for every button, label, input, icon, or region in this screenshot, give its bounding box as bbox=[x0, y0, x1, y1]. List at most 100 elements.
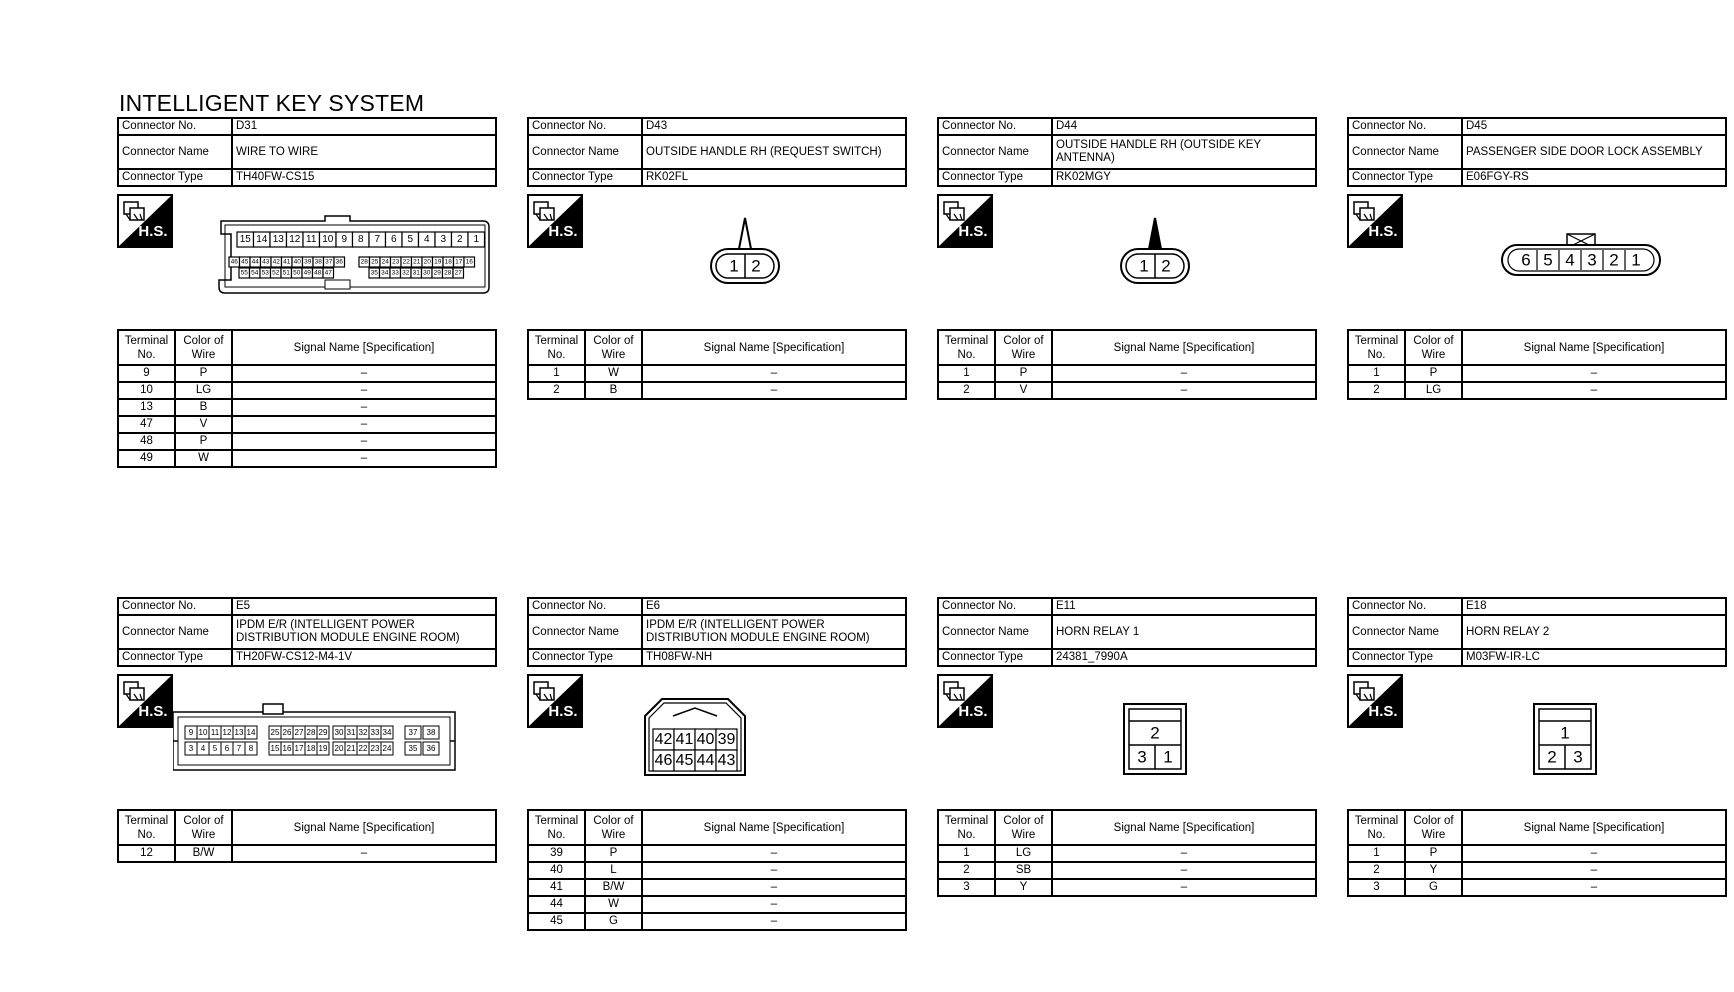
connector-type-value: TH40FW-CS15 bbox=[231, 168, 497, 187]
col-color-header: Color of Wire bbox=[1404, 329, 1463, 366]
color-cell: Y bbox=[994, 878, 1053, 897]
signal-cell: – bbox=[641, 912, 907, 931]
pin-label: 26 bbox=[283, 728, 292, 737]
pin-cell bbox=[715, 749, 738, 772]
pin-label: 1 bbox=[1139, 257, 1148, 276]
pin-label: 34 bbox=[381, 270, 389, 277]
col-signal-header: Signal Name [Specification] bbox=[231, 809, 497, 846]
pin-label: 11 bbox=[306, 234, 317, 245]
connector-name-label: Connector Name bbox=[527, 614, 643, 650]
connector-no-value: E18 bbox=[1461, 597, 1727, 616]
pin-label: 2 bbox=[1150, 724, 1159, 743]
hs-label: H.S. bbox=[138, 223, 167, 240]
pin-label: 52 bbox=[272, 270, 280, 277]
connector-type-value: TH20FW-CS12-M4-1V bbox=[231, 648, 497, 667]
pin-label: 41 bbox=[676, 731, 694, 748]
pin-label: 3 bbox=[189, 744, 194, 753]
pin-label: 5 bbox=[213, 744, 218, 753]
pin-label: 16 bbox=[466, 259, 474, 266]
color-cell: SB bbox=[994, 861, 1053, 880]
pin-label: 2 bbox=[1547, 748, 1556, 767]
signal-cell: – bbox=[1051, 878, 1317, 897]
pin-label: 28 bbox=[444, 270, 452, 277]
pin-label: 44 bbox=[252, 259, 260, 266]
harness-side-icon: H.S. bbox=[937, 674, 993, 728]
pin-label: 37 bbox=[325, 259, 333, 266]
terminal-cell: 2 bbox=[527, 381, 586, 400]
pin-label: 1 bbox=[729, 257, 738, 276]
pin-label: 6 bbox=[391, 234, 397, 245]
pin-label: 5 bbox=[407, 234, 413, 245]
harness-side-icon: H.S. bbox=[117, 194, 173, 248]
pin-cell bbox=[316, 741, 330, 756]
signal-cell: – bbox=[1051, 861, 1317, 880]
color-cell: W bbox=[584, 364, 643, 383]
terminal-cell: 1 bbox=[527, 364, 586, 383]
pin-label: 51 bbox=[283, 270, 291, 277]
pin-cell bbox=[422, 725, 440, 740]
connector-type-label: Connector Type bbox=[1347, 648, 1463, 667]
signal-cell: – bbox=[231, 381, 497, 400]
pin-label: 19 bbox=[319, 744, 328, 753]
pin-label: 8 bbox=[358, 234, 364, 245]
col-terminal-header: Terminal No. bbox=[1347, 809, 1406, 846]
pin-label: 32 bbox=[402, 270, 410, 277]
signal-cell: – bbox=[1461, 861, 1727, 880]
pin-label: 36 bbox=[427, 744, 436, 753]
pin-label: 35 bbox=[371, 270, 379, 277]
connector-name-label: Connector Name bbox=[937, 134, 1053, 170]
pin-label: 14 bbox=[256, 234, 268, 245]
connector-name-value: OUTSIDE HANDLE RH (REQUEST SWITCH) bbox=[641, 134, 907, 170]
pin-label: 21 bbox=[413, 259, 421, 266]
pin-label: 4 bbox=[1565, 251, 1574, 270]
pin-label: 48 bbox=[314, 270, 322, 277]
pin-label: 21 bbox=[347, 744, 356, 753]
pin-label: 2 bbox=[751, 257, 760, 276]
pin-cell bbox=[404, 741, 422, 756]
terminal-cell: 39 bbox=[527, 844, 586, 863]
signal-cell: – bbox=[231, 398, 497, 417]
connector-name-label: Connector Name bbox=[117, 134, 233, 170]
pin-label: 3 bbox=[1573, 748, 1582, 767]
terminal-cell: 44 bbox=[527, 895, 586, 914]
pin-label: 4 bbox=[201, 744, 206, 753]
pin-label: 23 bbox=[392, 259, 400, 266]
terminal-cell: 2 bbox=[937, 381, 996, 400]
pin-label: 12 bbox=[223, 728, 232, 737]
harness-side-icon: H.S. bbox=[1347, 674, 1403, 728]
pin-label: 3 bbox=[1587, 251, 1596, 270]
connector-no-value: D44 bbox=[1051, 117, 1317, 136]
pin-label: 47 bbox=[325, 270, 333, 277]
signal-cell: – bbox=[1461, 878, 1727, 897]
terminal-cell: 41 bbox=[527, 878, 586, 897]
color-cell: P bbox=[1404, 844, 1463, 863]
pin-label: 33 bbox=[371, 728, 380, 737]
pin-label: 1 bbox=[1631, 251, 1640, 270]
connector-name-value: PASSENGER SIDE DOOR LOCK ASSEMBLY bbox=[1461, 134, 1727, 170]
connector-name-value: OUTSIDE HANDLE RH (OUTSIDE KEY ANTENNA) bbox=[1051, 134, 1317, 170]
col-terminal-header: Terminal No. bbox=[937, 329, 996, 366]
color-cell: Y bbox=[1404, 861, 1463, 880]
col-color-header: Color of Wire bbox=[1404, 809, 1463, 846]
pin-label: 42 bbox=[273, 259, 281, 266]
